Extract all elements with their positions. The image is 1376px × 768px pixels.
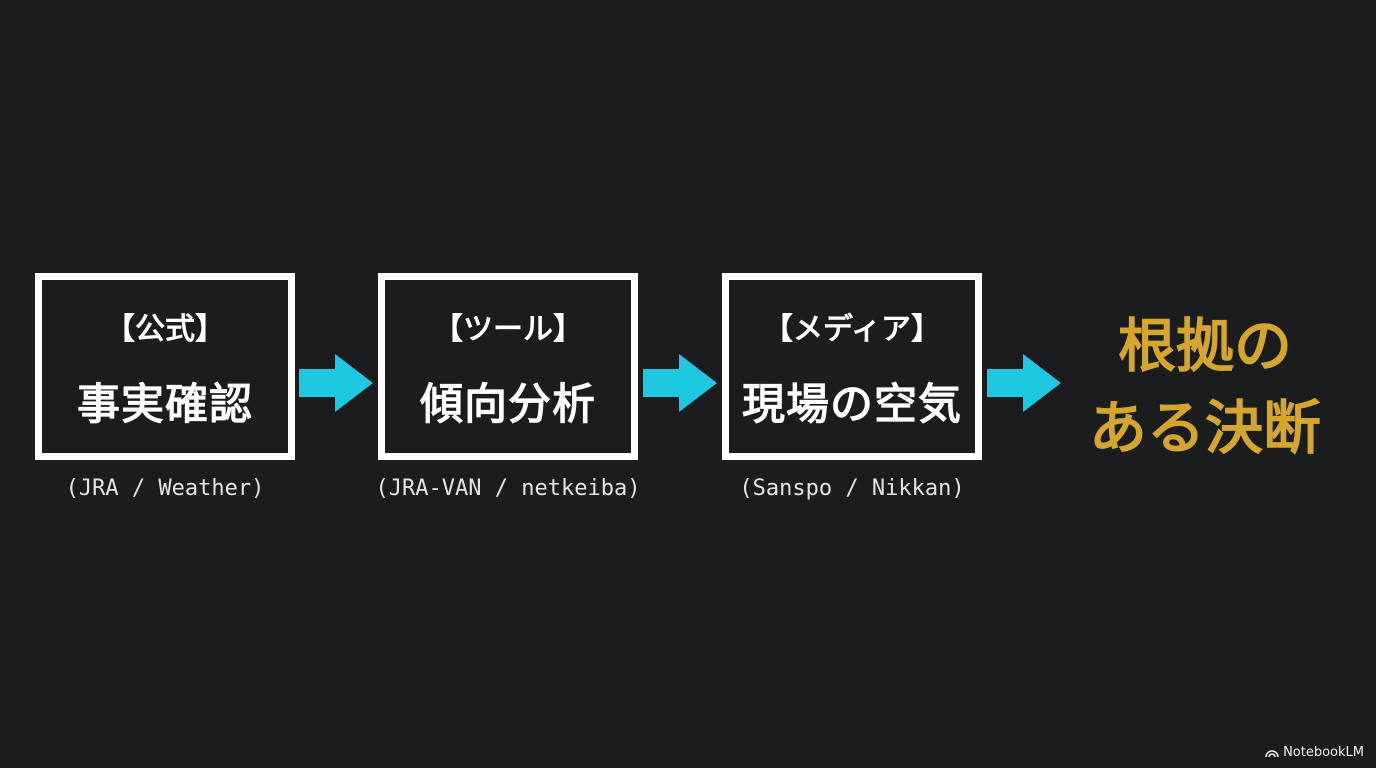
step-title: 傾向分析 [420,380,596,430]
step-box-official: 【公式】 事実確認 [35,273,295,460]
step-box-tool: 【ツール】 傾向分析 [378,273,638,460]
notebooklm-watermark: NotebookLM [1265,745,1364,760]
result-text: 根拠の ある決断 [1060,305,1350,469]
watermark-text: NotebookLM [1283,745,1364,760]
step-caption: (JRA-VAN / netkeiba) [375,476,641,501]
arrow-right-icon [987,354,1061,412]
step-label: 【ツール】 [433,312,583,347]
arrow-right-icon [643,354,717,412]
step-caption: (Sanspo / Nikkan) [739,476,965,501]
step-title: 現場の空気 [742,380,962,430]
notebooklm-logo-icon [1265,750,1279,758]
step-label: 【公式】 [105,312,225,347]
arrow-right-icon [299,354,373,412]
result-line-2: ある決断 [1088,394,1321,462]
step-caption: (JRA / Weather) [65,476,265,501]
step-box-media: 【メディア】 現場の空気 [722,273,982,460]
result-line-1: 根拠の [1117,312,1292,380]
step-label: 【メディア】 [763,312,941,347]
step-title: 事実確認 [77,380,253,430]
